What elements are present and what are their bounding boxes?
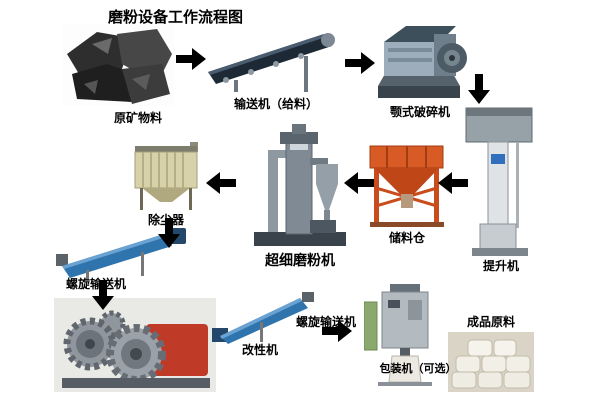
coal-rocks-icon (62, 24, 174, 106)
jaw-crusher-icon (378, 26, 467, 98)
modifier-machine-illustration (54, 298, 216, 392)
label-conveyor: 输送机（给料） (233, 97, 318, 111)
product-photo (448, 332, 534, 392)
arrow-crusher-to-elevator (468, 74, 490, 104)
arrow-screw-to-packing (322, 320, 352, 342)
dust-collector-icon (134, 142, 198, 210)
label-silo: 储料仓 (388, 231, 425, 245)
packing-machine-icon (364, 284, 432, 386)
label-dust-collector: 除尘器 (147, 213, 184, 227)
product-bags-icon (448, 332, 534, 392)
label-screw-conveyor-left: 螺旋输送机 (65, 277, 126, 291)
label-jaw-crusher: 颚式破碎机 (389, 105, 450, 119)
belt-conveyor-icon (208, 33, 335, 92)
conveyor-illustration (206, 28, 346, 94)
silo-illustration (368, 142, 446, 230)
arrow-silo-to-mill (344, 172, 374, 194)
mill-illustration (252, 124, 348, 250)
arrow-conveyor-to-crusher (345, 52, 375, 74)
storage-silo-icon (369, 145, 444, 227)
screw-conveyor-icon (212, 292, 314, 344)
diagram-title: 磨粉设备工作流程图 (108, 9, 244, 26)
grinding-mill-icon (254, 124, 346, 246)
label-packing: 包装机（可选） (379, 363, 457, 375)
label-mill: 超细磨粉机 (265, 252, 335, 268)
packing-machine-illustration (364, 284, 441, 386)
screw-conveyor-bottom-illustration (210, 288, 322, 346)
label-modifier: 改性机 (241, 343, 278, 357)
dust-collector-illustration (130, 140, 202, 212)
arrow-dust-collector-to-screw (158, 218, 180, 248)
arrow-mill-to-dust-collector (206, 172, 236, 194)
raw-material-photo (62, 24, 174, 106)
jaw-crusher-illustration (372, 20, 467, 104)
arrow-screw-to-modifier (92, 280, 114, 310)
bucket-elevator-icon (465, 107, 533, 256)
label-product: 成品原料 (466, 315, 515, 329)
gear-machine-icon (54, 298, 216, 392)
arrow-raw-to-conveyor (176, 48, 206, 70)
elevator-illustration (458, 106, 544, 258)
label-elevator: 提升机 (482, 259, 519, 273)
arrow-elevator-to-silo (438, 172, 468, 194)
label-raw-material: 原矿物料 (113, 111, 162, 125)
label-screw-conveyor-bottom: 螺旋输送机 (295, 315, 356, 329)
